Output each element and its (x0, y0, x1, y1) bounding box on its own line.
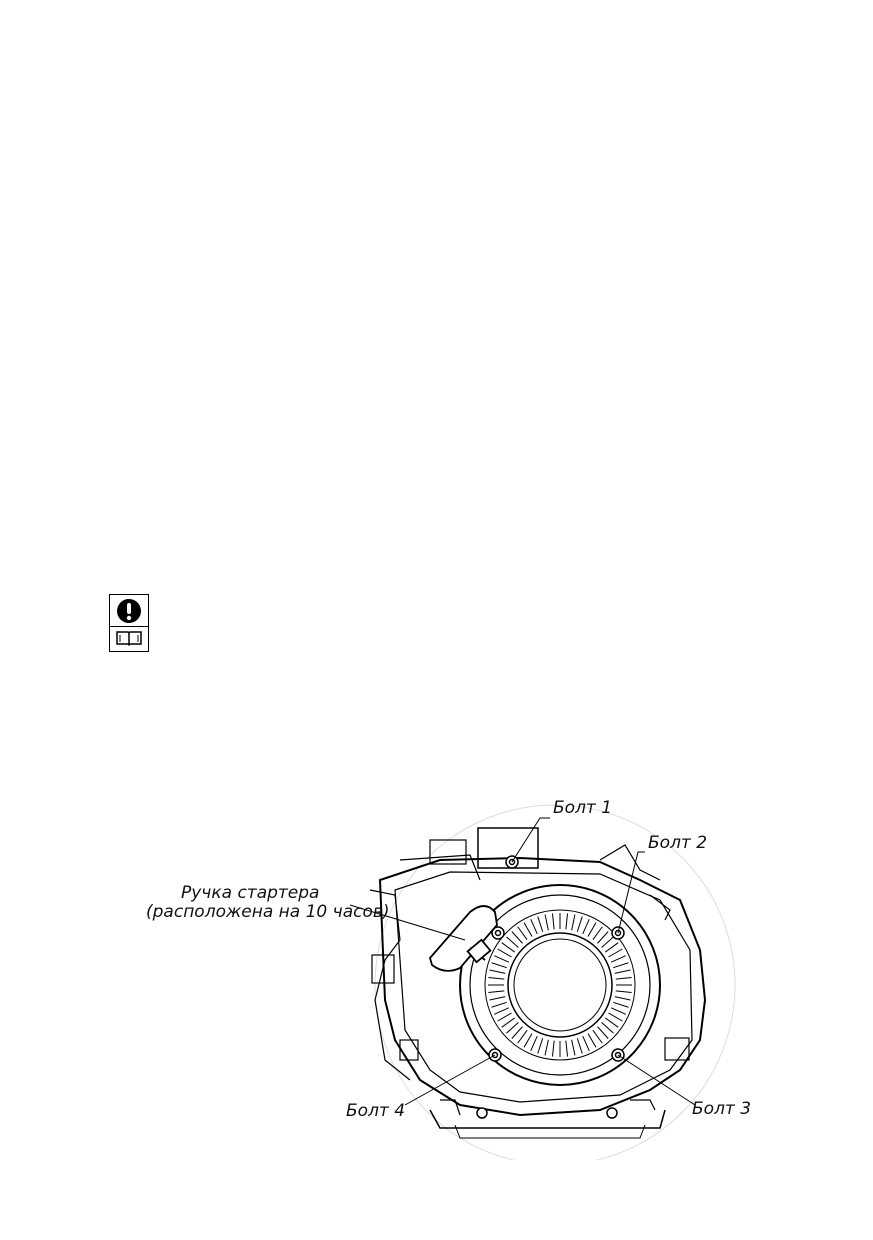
vent-slot (497, 1012, 512, 1022)
vent-slot (488, 990, 505, 994)
vent-slot (571, 1039, 576, 1056)
engine-drawing: Болт 1 Болт 2 Болт 3 Болт 4 Ручка старте… (146, 798, 751, 1160)
vent-slot (576, 1038, 583, 1054)
vent-slot (597, 931, 609, 944)
vent-slot (608, 948, 623, 958)
callout-bolt-3: Болт 3 (692, 1099, 751, 1119)
open-book-icon (116, 631, 142, 647)
vent-slot (592, 1030, 603, 1044)
vent-slot (610, 955, 626, 963)
vent-slot (576, 916, 583, 932)
vent-slot (613, 962, 629, 969)
vent-slot (614, 996, 631, 1001)
vent-slot (517, 1030, 528, 1044)
vent-slot (615, 990, 632, 994)
vent-slot (530, 1035, 538, 1051)
vent-slot (597, 1026, 609, 1039)
vent-slot (601, 936, 614, 948)
vent-slot (592, 926, 603, 940)
vent-slot (565, 1040, 569, 1057)
vent-slot (601, 1022, 614, 1034)
vent-slot (537, 1038, 544, 1054)
vent-slot (544, 914, 549, 931)
callout-bolt-1: Болт 1 (553, 798, 612, 818)
vent-slot (614, 969, 631, 974)
vent-slot (488, 976, 505, 980)
vent-slot (497, 948, 512, 958)
vent-slot (491, 962, 507, 969)
vent-slot (610, 1007, 626, 1015)
vent-slot (551, 913, 555, 930)
vent-slot (551, 1040, 555, 1057)
manual-cell (110, 625, 148, 651)
callout-starter-handle: Ручка стартера (181, 883, 319, 903)
vent-slot (501, 1017, 515, 1028)
vent-slot (506, 1022, 519, 1034)
vent-slot (511, 931, 523, 944)
vent-slot (523, 922, 533, 937)
vent-slot (605, 1017, 619, 1028)
callout-starter-position: (расположена на 10 часов) (146, 902, 390, 922)
vent-slot (544, 1039, 549, 1056)
vent-slot (494, 1007, 510, 1015)
vent-slot (494, 955, 510, 963)
vent-slot (523, 1033, 533, 1048)
warning-cell (110, 595, 148, 627)
vent-slot (605, 942, 619, 953)
vent-slot (537, 916, 544, 932)
warning-icon-box (109, 594, 149, 652)
exclamation-circle-icon (117, 598, 141, 623)
vent-slot (530, 919, 538, 935)
vent-slot (491, 1001, 507, 1008)
vent-slot (517, 926, 528, 940)
vent-slot (565, 913, 569, 930)
vent-slot (582, 1035, 590, 1051)
vent-slot (613, 1001, 629, 1008)
vent-slot (571, 914, 576, 931)
callout-bolt-2: Болт 2 (648, 833, 707, 853)
vent-slot (608, 1012, 623, 1022)
vent-slot (587, 922, 597, 937)
vent-slot (587, 1033, 597, 1048)
callout-bolt-4: Болт 4 (346, 1101, 405, 1121)
vent-slot (489, 996, 506, 1001)
vent-slot (615, 976, 632, 980)
vent-slot (506, 936, 519, 948)
vent-slot (511, 1026, 523, 1039)
vent-slot (489, 969, 506, 974)
vent-slot (582, 919, 590, 935)
vent-slot (501, 942, 515, 953)
